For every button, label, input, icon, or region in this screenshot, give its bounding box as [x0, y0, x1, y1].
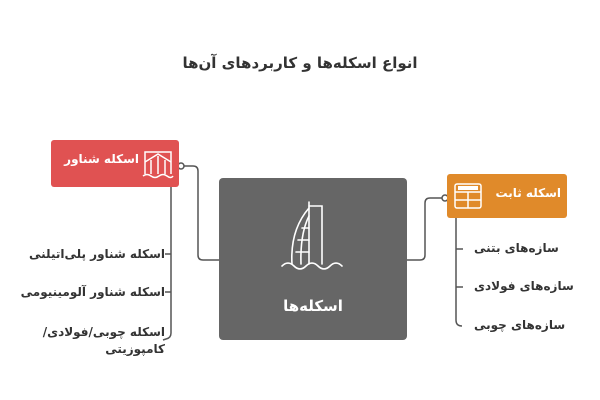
burj-al-arab-icon	[281, 201, 343, 270]
floating-dock-item-3: اسکله چوبی/فولادی/کامپوزیتی	[42, 325, 165, 356]
diagram-title: انواع اسکله‌ها و کاربردهای آن‌ها	[182, 54, 418, 72]
floating-dock-item-1: اسکله شناور پلی‌اتیلنی	[29, 247, 165, 261]
left-connector	[181, 165, 219, 261]
left-branch-3	[162, 332, 172, 341]
fixed-dock-item-2: سازه‌های فولادی	[474, 279, 574, 293]
fixed-dock-label: اسکله ثابت	[495, 186, 561, 200]
fixed-dock-item-3: سازه‌های چوبی	[474, 318, 566, 332]
floating-structure-icon	[142, 151, 174, 179]
right-spine	[455, 218, 463, 327]
center-node	[219, 178, 407, 340]
fixed-dock-item-1: سازه‌های بتنی	[474, 241, 559, 255]
center-label: اسکله‌ها	[283, 297, 343, 315]
grid-structure-icon	[454, 183, 482, 209]
floating-dock-label: اسکله شناور	[64, 152, 139, 166]
fixed-dock-node	[447, 174, 567, 218]
floating-dock-item-2: اسکله شناور آلومینیومی	[20, 285, 165, 299]
right-connector	[407, 197, 445, 261]
